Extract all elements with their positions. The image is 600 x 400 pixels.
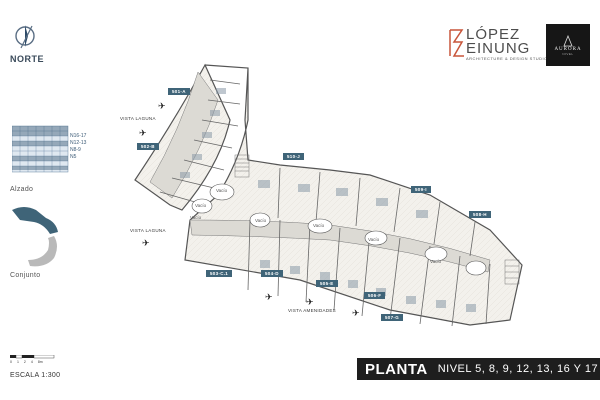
brand-tagline: ARCHITECTURE & DESIGN STUDIO: [466, 56, 548, 61]
ensemble-caption: Conjunto: [10, 272, 41, 279]
aurora-name: AURORA: [554, 46, 582, 52]
brand-word: LÓPEZ: [466, 26, 521, 43]
level-label: N12-13: [70, 140, 87, 146]
level-label: N16-17: [70, 133, 87, 139]
aurora-logo: AURORA NIVEL: [546, 24, 590, 66]
bird-icon: ✈: [265, 292, 273, 302]
view-label: VISTA AMENIDADES: [288, 308, 336, 313]
aurora-sub: NIVEL: [562, 51, 574, 56]
unit-tag: 508-H: [469, 211, 491, 218]
bird-icon: ✈: [158, 101, 166, 111]
void-label: Vacío: [430, 259, 442, 264]
void-label: Vacío: [216, 188, 228, 193]
bird-icon: ✈: [306, 297, 314, 307]
elevation-caption: Alzado: [10, 186, 34, 193]
unit-tag: 509-I: [411, 186, 431, 193]
scale-tick: 8m: [37, 360, 43, 364]
bird-icon: ✈: [139, 128, 147, 138]
compass-icon: [15, 25, 35, 49]
void-label: Vacío: [190, 215, 202, 220]
void-label: Vacío: [368, 237, 380, 242]
bird-icon: ✈: [352, 308, 360, 318]
aurora-emblem-icon: [563, 34, 573, 46]
unit-tag: 505-E: [316, 280, 338, 287]
plan-levels: NIVEL 5, 8, 9, 12, 13, 16 Y 17: [437, 363, 599, 375]
elevation-diagram: [12, 125, 69, 173]
lopez-einung-logo-icon: [449, 29, 464, 57]
view-label: VISTA LAGUNA: [120, 116, 156, 121]
plan-title: PLANTA: [365, 360, 428, 378]
unit-tag: 501-A: [168, 88, 190, 95]
unit-tag: 510-J: [283, 153, 305, 160]
unit-tag: 504-D: [261, 270, 283, 277]
unit-tag: 506-F: [364, 292, 386, 299]
void-label: Vacío: [255, 218, 267, 223]
unit-tag: 503-C.1: [206, 270, 233, 277]
floor-plan: [134, 63, 523, 327]
scale-tick: 4: [30, 360, 33, 364]
unit-tag: 502-B: [137, 143, 159, 150]
scale-tick: 2: [23, 360, 26, 364]
level-label: N8-9: [70, 147, 81, 153]
north-label: NORTE: [10, 54, 44, 64]
scale-label: ESCALA 1:300: [10, 372, 61, 379]
void-label: Vacío: [195, 203, 207, 208]
brand-word: EINUNG: [466, 40, 531, 57]
scale-bar: [10, 355, 55, 359]
void-label: Vacío: [313, 223, 325, 228]
plan-title-bar: PLANTA NIVEL 5, 8, 9, 12, 13, 16 Y 17: [357, 358, 600, 380]
brand-logo-text: LÓPEZ EINUNG ARCHITECTURE & DESIGN STUDI…: [466, 26, 548, 61]
bird-icon: ✈: [142, 238, 150, 248]
scale-tick: 1: [16, 360, 19, 364]
ensemble-diagram: [12, 207, 58, 267]
scale-tick: 0: [10, 360, 12, 364]
view-label: VISTA LAGUNA: [130, 228, 166, 233]
unit-tag: 507-G: [381, 314, 404, 321]
level-label: N5: [70, 154, 77, 160]
